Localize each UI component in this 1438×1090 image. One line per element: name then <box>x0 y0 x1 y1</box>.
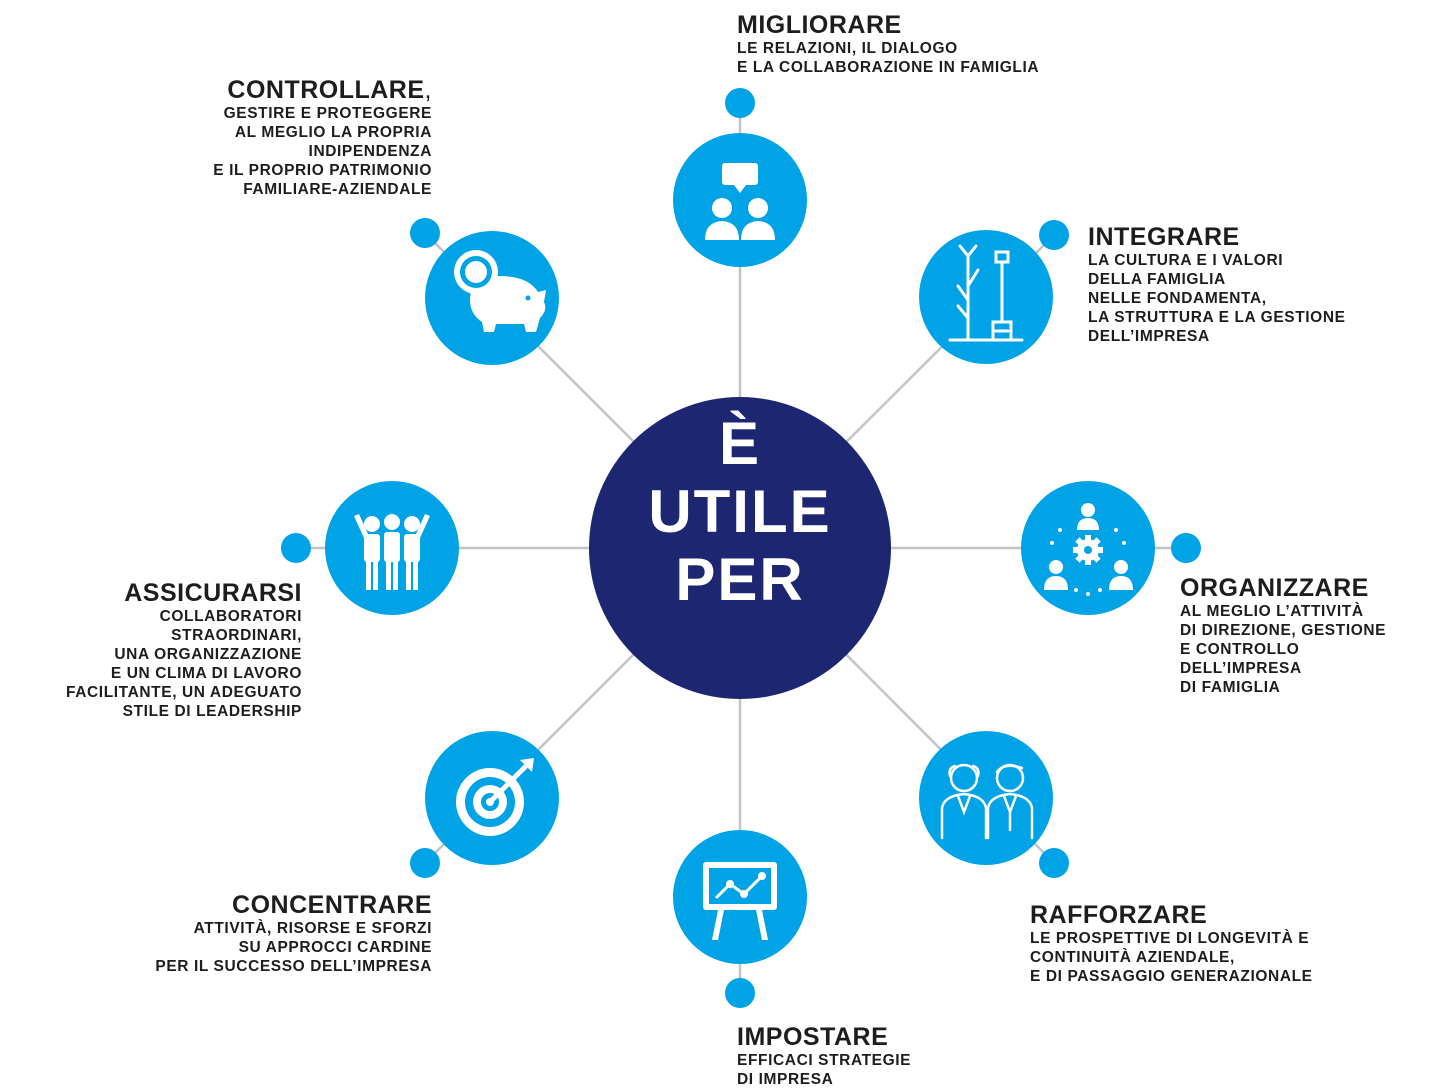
title-controllare: CONTROLLARE <box>227 76 425 104</box>
dot-bottom <box>725 978 755 1008</box>
title-impostare: IMPOSTARE <box>737 1023 889 1051</box>
desc-rafforzare: LE PROSPETTIVE DI LONGEVITÀ E CONTINUITÀ… <box>1030 930 1313 985</box>
dot-bottom-right <box>1039 848 1069 878</box>
node-circle-integrare <box>919 230 1053 364</box>
generations-icon <box>940 763 1034 840</box>
title-rafforzare: RAFFORZARE <box>1030 901 1208 929</box>
title-integrare: INTEGRARE <box>1088 223 1240 251</box>
desc-concentrare: ATTIVITÀ, RISORSE E SFORZI SU APPROCCI C… <box>155 920 432 975</box>
node-circle-rafforzare <box>919 731 1053 865</box>
title-controllare-suffix: , <box>424 76 432 104</box>
desc-assicurarsi: COLLABORATORI STRAORDINARI, UNA ORGANIZZ… <box>66 608 302 720</box>
label-controllare: CONTROLLARE, GESTIRE E PROTEGGERE AL MEG… <box>213 77 432 199</box>
label-integrare: INTEGRARE LA CULTURA E I VALORI DELLA FA… <box>1088 224 1346 346</box>
center-circle <box>589 397 891 699</box>
dot-bottom-left <box>410 848 440 878</box>
title-controllare-line: CONTROLLARE, <box>213 77 432 104</box>
desc-impostare: EFFICACI STRATEGIE DI IMPRESA <box>737 1052 912 1088</box>
connector-dots <box>281 88 1201 1008</box>
label-concentrare: CONCENTRARE ATTIVITÀ, RISORSE E SFORZI S… <box>155 892 432 976</box>
dot-top <box>725 88 755 118</box>
team-gear-icon <box>1044 503 1133 596</box>
target-arrow-icon <box>456 758 534 836</box>
title-organizzare: ORGANIZZARE <box>1180 574 1369 602</box>
center-line-1: È <box>718 410 762 477</box>
title-concentrare: CONCENTRARE <box>232 891 432 919</box>
desc-migliorare: LE RELAZIONI, IL DIALOGO E LA COLLABORAZ… <box>737 40 1040 76</box>
label-assicurarsi: ASSICURARSI COLLABORATORI STRAORDINARI, … <box>66 580 302 721</box>
desc-integrare: LA CULTURA E I VALORI DELLA FAMIGLIA NEL… <box>1088 252 1346 345</box>
presentation-chart-icon <box>703 862 777 940</box>
dot-top-right <box>1039 220 1069 250</box>
center-label: È UTILE PER <box>590 410 890 614</box>
title-migliorare: MIGLIORARE <box>737 11 902 39</box>
desc-organizzare: AL MEGLIO L’ATTIVITÀ DI DIREZIONE, GESTI… <box>1180 603 1387 696</box>
desc-controllare: GESTIRE E PROTEGGERE AL MEGLIO LA PROPRI… <box>213 105 432 198</box>
label-rafforzare: RAFFORZARE LE PROSPETTIVE DI LONGEVITÀ E… <box>1030 902 1313 986</box>
dot-right <box>1171 533 1201 563</box>
label-impostare: IMPOSTARE EFFICACI STRATEGIE DI IMPRESA <box>737 1024 911 1089</box>
dot-top-left <box>410 218 440 248</box>
center-line-3: PER <box>675 546 805 613</box>
group-people-icon <box>354 514 430 590</box>
chat-people-icon <box>705 163 775 240</box>
title-assicurarsi: ASSICURARSI <box>124 579 302 607</box>
label-organizzare: ORGANIZZARE AL MEGLIO L’ATTIVITÀ DI DIRE… <box>1180 575 1386 697</box>
node-circle-migliorare <box>673 133 807 267</box>
label-migliorare: MIGLIORARE LE RELAZIONI, IL DIALOGO E LA… <box>737 12 1039 77</box>
piggy-bank-icon <box>454 250 546 332</box>
plant-shovel-icon <box>948 244 1024 342</box>
dot-left <box>281 533 311 563</box>
center-line-2: UTILE <box>648 478 832 545</box>
